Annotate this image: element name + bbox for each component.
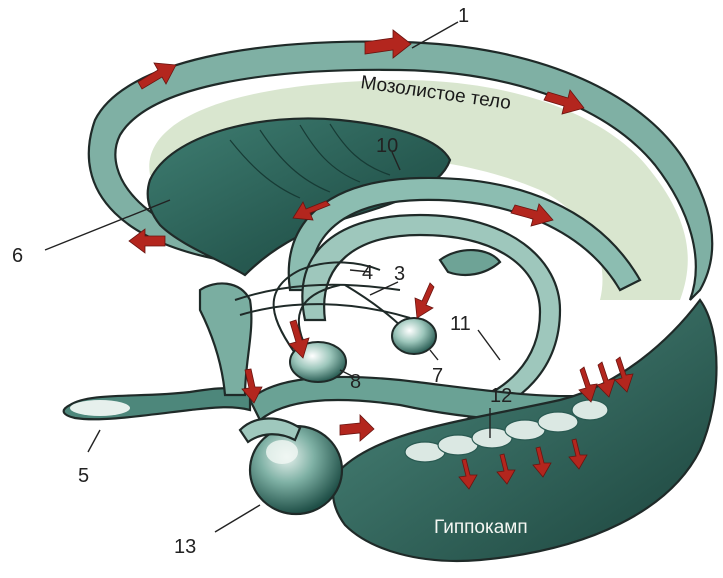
label-3: 3 — [394, 263, 405, 285]
label-1: 1 — [458, 5, 469, 27]
label-12: 12 — [490, 385, 512, 407]
amygdala-highlight — [266, 440, 298, 464]
label-10: 10 — [376, 135, 398, 157]
label-8: 8 — [350, 371, 361, 393]
label-13: 13 — [174, 536, 196, 558]
label-11: 11 — [450, 313, 471, 335]
label-6: 6 — [12, 245, 23, 267]
label-4: 4 — [362, 262, 373, 284]
label-hippocampus: Гиппокамп — [434, 517, 528, 538]
arrow-down-7 — [415, 283, 434, 318]
arrow-near-bulb — [340, 415, 374, 441]
septal-column — [200, 283, 251, 395]
olfactory-bulb — [70, 400, 130, 416]
habenula — [440, 250, 500, 275]
label-5: 5 — [78, 465, 89, 487]
label-7: 7 — [432, 365, 443, 387]
anterior-thalamic-nucleus — [392, 318, 436, 354]
